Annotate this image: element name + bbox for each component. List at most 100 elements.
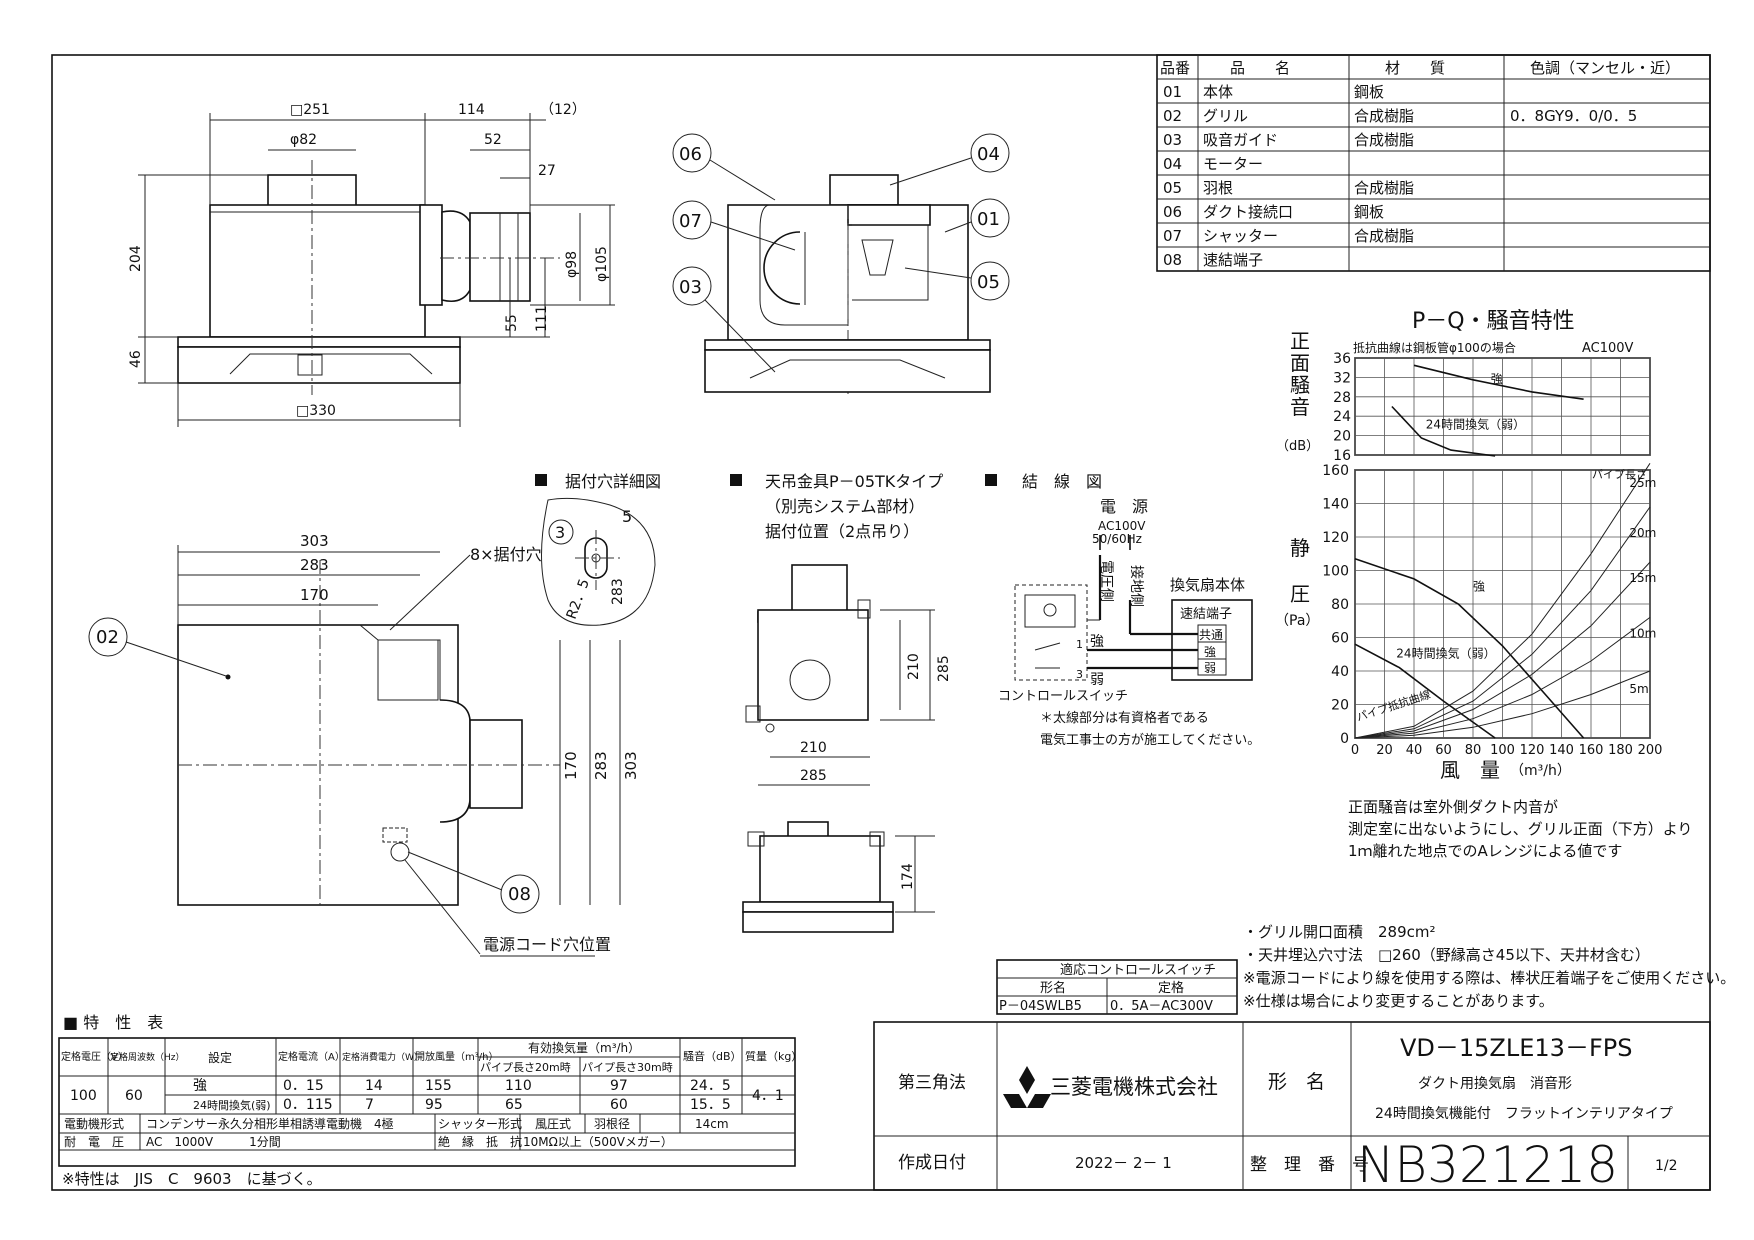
pressure-ytick-0: 0 [1340,731,1349,747]
spec-freq: 60 [125,1088,143,1104]
pq-pressure-unit: （Pa） [1275,613,1319,629]
terminal-common: 共通 [1199,628,1223,642]
spec-cell-1-5: 60 [610,1097,628,1113]
noise-ytick-0: 16 [1333,448,1351,464]
parts-cell-6-0: 07 [1163,227,1182,245]
spec-cell-0-6: 24．5 [690,1078,731,1094]
spec-h-current: 定格電流（A） [278,1050,345,1063]
hanger-subtitle: （別売システム部材） [765,497,925,516]
spec-h-mass: 質量（kg） [745,1049,802,1063]
switch-table-rating: 0．5A－AC300V [1110,999,1213,1014]
spec-cell-0-2: 14 [365,1078,383,1094]
parts-cell-4-1: 羽根 [1203,179,1233,197]
wiring-note1: ＊太線部分は有資格者である [1040,710,1209,726]
spec-table: ■ 特 性 表 定格電圧（V） 定格周波数（Hz） 設定 定格電流（A） 定格消… [58,1013,802,1188]
callout-08 [500,874,540,914]
pq-noise-label: 正面騒音 [1290,329,1310,419]
pressure-ytick-5: 100 [1322,564,1349,580]
mount-detail-r25: R2．5 [564,577,593,622]
switch-n3: 3 [1076,668,1083,681]
parts-cell-1-2: 合成樹脂 [1354,107,1414,125]
date-label: 作成日付 [898,1153,966,1173]
parts-cell-0-1: 本体 [1203,83,1233,101]
noise-ytick-3: 28 [1333,390,1351,406]
pressure-xtick-6: 120 [1520,743,1545,758]
spec-withstand-value: AC 1000V 1分間 [146,1135,281,1149]
note-2: ・天井埋込穴寸法 □260（野縁高さ45以下、天井材含む） [1243,946,1650,964]
cord-hole-label: 電源コード穴位置 [483,935,611,954]
hanger-hdim-285: 285 [800,768,827,784]
mount-detail-title: 据付穴詳細図 [565,472,661,491]
dim-251: □251 [290,102,330,118]
switch-label: コントロールスイッチ [998,689,1128,704]
pressure-xtick-0: 0 [1351,743,1359,758]
parts-cell-0-0: 01 [1163,83,1182,101]
pressure-ytick-7: 140 [1322,497,1349,513]
pressure-series-0 [1354,558,1585,739]
callout-05-label: 05 [977,272,1000,293]
note-1: ・グリル開口面積 289cm² [1243,923,1436,941]
parts-cell-2-0: 03 [1163,131,1182,149]
dim-27: 27 [538,163,556,179]
front-view: □251 114 （12） φ82 52 27 204 46 φ98 φ105 … [128,102,615,427]
pressure-xtick-2: 40 [1406,743,1423,758]
model-desc2: 24時間換気機能付 フラットインテリアタイプ [1375,1106,1673,1122]
parts-cell-4-2: 合成樹脂 [1354,179,1414,197]
pressure-series-6 [1354,670,1651,739]
parts-cell-7-1: 速結端子 [1203,251,1263,269]
pressure-label-weak: 24時間換気（弱） [1396,646,1495,661]
noise-ytick-2: 24 [1333,409,1351,425]
mitsubishi-logo-icon [1003,1066,1051,1108]
parts-cell-4-0: 05 [1163,179,1182,197]
pressure-label-resistance: パイプ抵抗曲線 [1355,687,1433,724]
dim-phi105: φ105 [594,246,610,282]
wiring-power: 電 源 [1100,497,1148,516]
pq-xlabel: 風 量 [1440,758,1500,782]
dim-330: □330 [296,403,336,419]
parts-header-color: 色調（マンセル・近） [1530,59,1680,77]
mount-detail-5: 5 [622,507,632,526]
pressure-xtick-4: 80 [1465,743,1482,758]
pressure-xtick-8: 160 [1579,743,1604,758]
spec-motor-value: コンデンサー永久分相形単相誘導電動機 4極 [146,1116,394,1131]
pq-title: P－Q・騒音特性 [1412,309,1575,334]
wiring-diagram: 結 線 図 電 源 AC100V 50/60Hz 電圧側 接地側 換気扇本体 速… [985,472,1260,748]
pressure-xtick-7: 140 [1549,743,1574,758]
parts-cell-6-2: 合成樹脂 [1354,227,1414,245]
pressure-series-5 [1354,616,1651,739]
drawing-number: NB321218 [1357,1136,1618,1194]
pq-pipe-label: パイプ長さ [1592,468,1647,481]
pressure-xtick-9: 180 [1608,743,1633,758]
pq-xunit: （m³/h） [1510,763,1571,779]
bottom-vdim-170: 170 [562,751,580,780]
bottom-holes-label: 8×据付穴 [470,545,542,564]
parts-cell-1-1: グリル [1203,107,1248,125]
number-label: 整 理 番 号 [1250,1155,1369,1175]
hanger-vdim-210: 210 [906,653,922,680]
hanger-view: 天吊金具P－05TKタイプ （別売システム部材） 据付位置（2点吊り） 210 … [730,472,952,933]
mount-detail-3: 3 [555,523,565,542]
wiring-ac: AC100V [1098,519,1146,533]
noise-label-weak: 24時間換気（弱） [1426,416,1525,431]
spec-insul-label: 絶 縁 抵 抗 [438,1134,522,1149]
bottom-dim-283: 283 [300,556,329,574]
callout-02 [88,617,128,657]
bottom-vdim-303: 303 [622,751,640,780]
wiring-unit-label: 換気扇本体 [1170,576,1245,594]
wiring-note2: 電気工事士の方が施工してください。 [1040,732,1260,748]
hanger-vdim-285: 285 [936,655,952,682]
pipe-tag-1: 20m [1629,526,1656,540]
callout-06-label: 06 [679,144,702,165]
parts-cell-6-1: シャッター [1203,227,1278,245]
spec-blade-label: 羽根径 [594,1117,630,1131]
spec-cell-1-4: 65 [505,1097,523,1113]
spec-h-open-flow: 開放風量（m³/h） [415,1050,498,1063]
mount-hole-detail: 据付穴詳細図 3 5 R2．5 283 [535,472,661,626]
spec-cell-1-0: 24時間換気(弱) [193,1098,271,1112]
title-block: 第三角法 三菱電機株式会社 形 名 VD－15ZLE13－FPS ダクト用換気扇… [873,1021,1711,1194]
